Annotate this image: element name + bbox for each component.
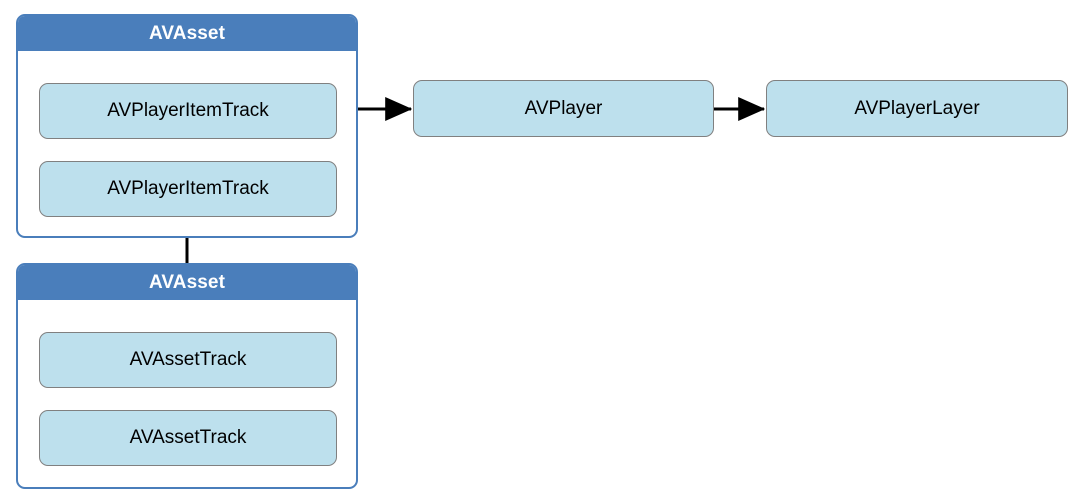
- group-avasset-top-body: AVPlayerItemTrack AVPlayerItemTrack: [18, 51, 356, 236]
- node-avplayeritemtrack-2[interactable]: AVPlayerItemTrack: [39, 161, 337, 217]
- node-avplayer[interactable]: AVPlayer: [413, 80, 714, 137]
- group-avasset-bottom[interactable]: AVAsset AVAssetTrack AVAssetTrack: [16, 263, 358, 489]
- group-avasset-bottom-body: AVAssetTrack AVAssetTrack: [18, 300, 356, 487]
- node-avassettrack-1[interactable]: AVAssetTrack: [39, 332, 337, 388]
- group-avasset-top[interactable]: AVAsset AVPlayerItemTrack AVPlayerItemTr…: [16, 14, 358, 238]
- node-avplayerlayer[interactable]: AVPlayerLayer: [766, 80, 1068, 137]
- node-avplayeritemtrack-1[interactable]: AVPlayerItemTrack: [39, 83, 337, 139]
- group-avasset-bottom-header: AVAsset: [18, 265, 356, 300]
- group-avasset-top-header: AVAsset: [18, 16, 356, 51]
- node-avassettrack-2[interactable]: AVAssetTrack: [39, 410, 337, 466]
